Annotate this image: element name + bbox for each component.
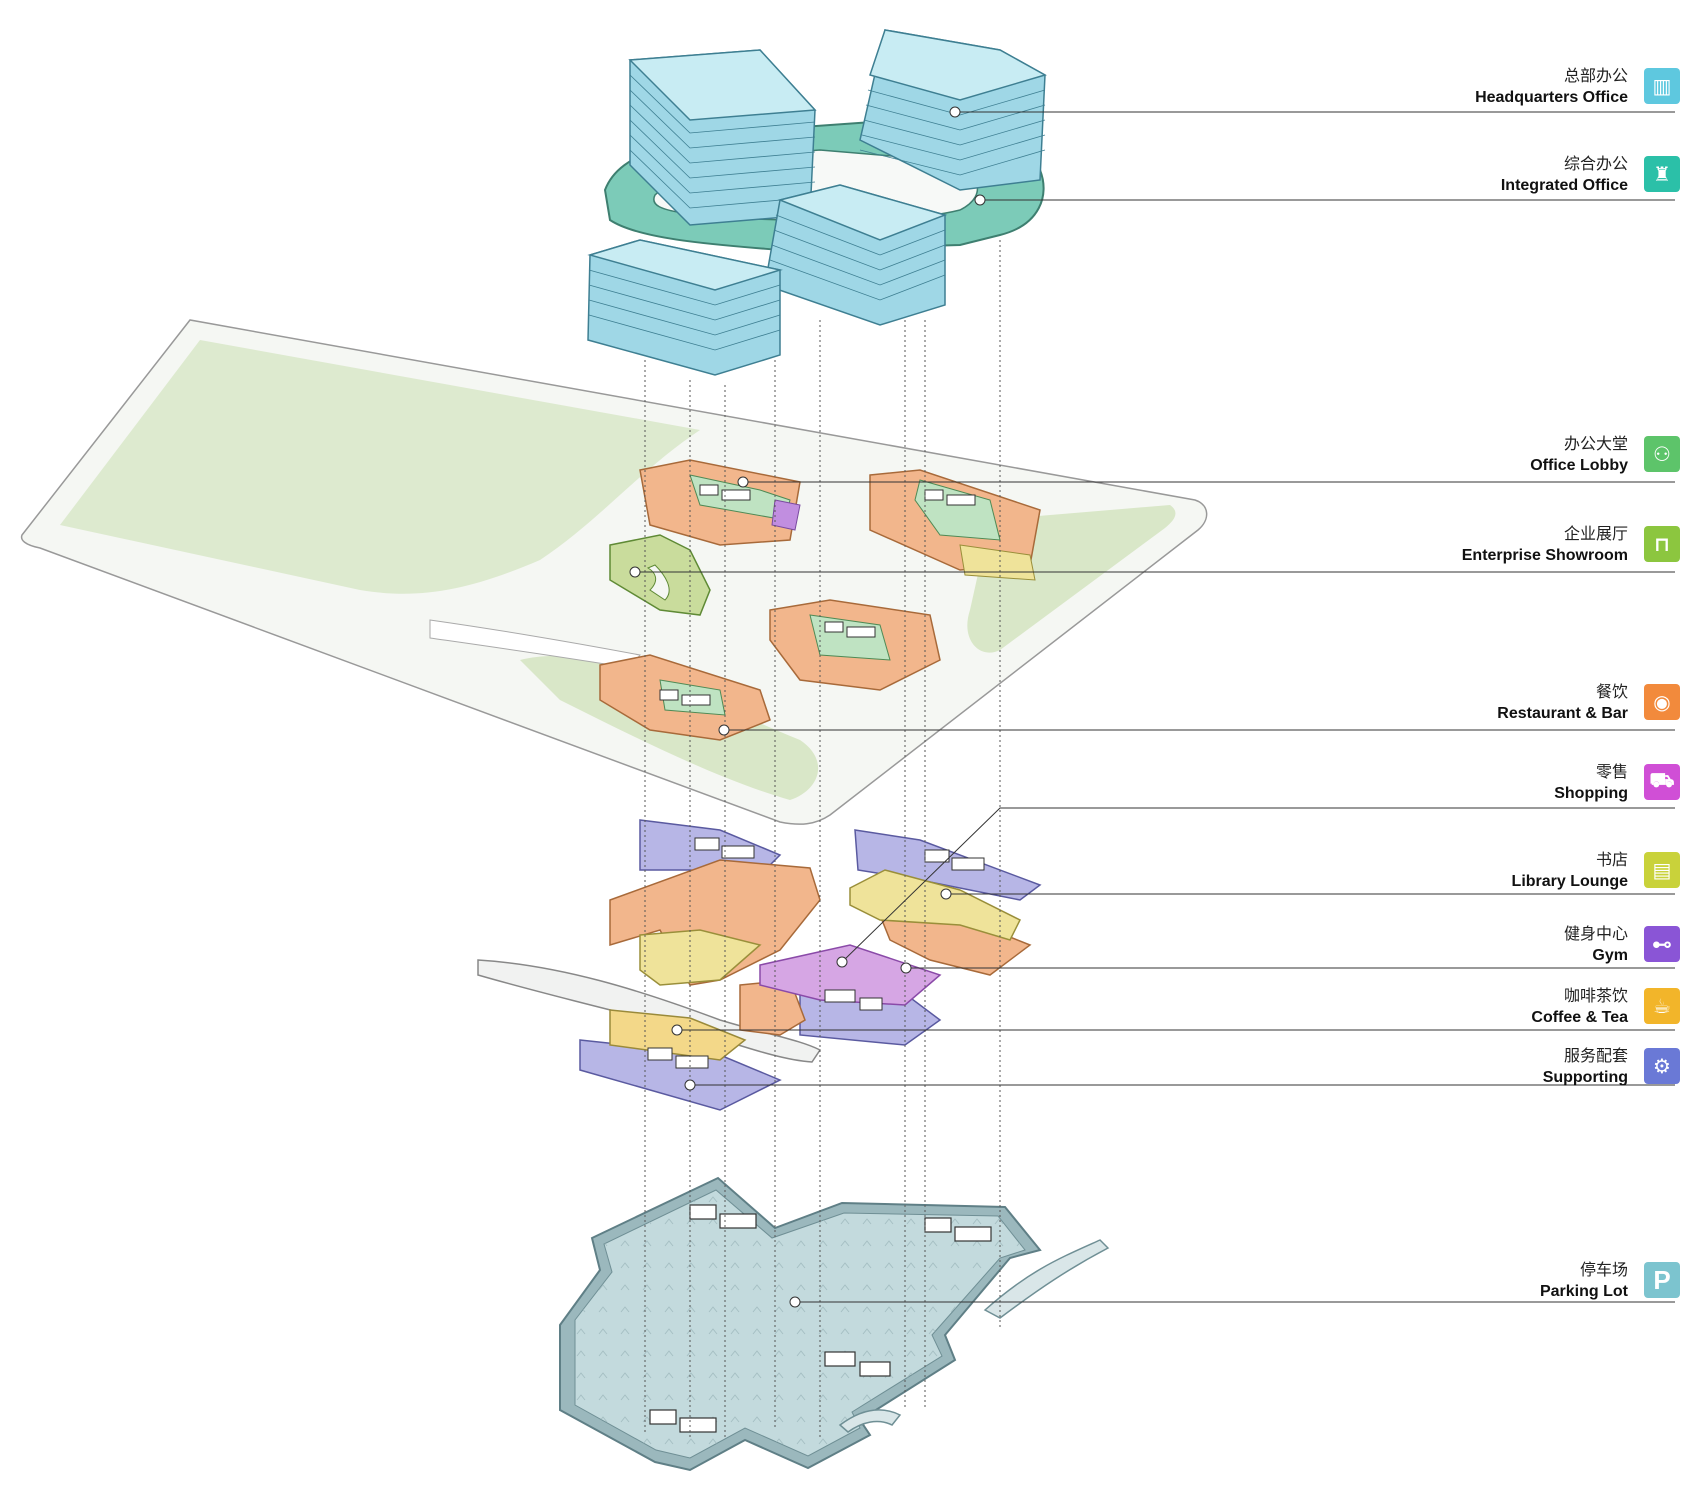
building-icon: ▥ xyxy=(1644,68,1680,104)
parking-ramp xyxy=(983,1239,1110,1319)
library-block xyxy=(639,929,762,986)
supporting-block xyxy=(854,829,1042,901)
chair-icon: ♜ xyxy=(1644,156,1680,192)
legend-label-gym: 健身中心 Gym xyxy=(1563,926,1628,964)
tower-hq-1 xyxy=(628,49,817,226)
book-icon: ▤ xyxy=(1644,852,1680,888)
legend-label-coffee: 咖啡茶饮 Coffee & Tea xyxy=(1531,988,1628,1026)
legend-label-supporting: 服务配套 Supporting xyxy=(1542,1048,1628,1086)
dumbbell-icon: ⊷ xyxy=(1644,926,1680,962)
legend-label-parking: 停车场 Parking Lot xyxy=(1539,1262,1628,1300)
parking-level xyxy=(559,1176,1110,1472)
legend-label-lobby: 办公大堂 Office Lobby xyxy=(1530,436,1628,474)
legend-label-shopping: 零售 Shopping xyxy=(1554,764,1628,802)
tower-hq-3 xyxy=(764,184,948,326)
legend-label-library: 书店 Library Lounge xyxy=(1511,852,1628,890)
leader-lines xyxy=(629,106,1675,1308)
restaurant-block xyxy=(609,859,821,986)
ground-level xyxy=(20,319,1208,825)
library-block xyxy=(849,869,1022,941)
plate-icon: ◉ xyxy=(1644,684,1680,720)
parking-icon: P xyxy=(1644,1262,1680,1298)
retail-level xyxy=(477,819,1042,1111)
legend-label-integrated: 综合办公 Integrated Office xyxy=(1500,156,1628,194)
landscape-green xyxy=(60,340,700,594)
cup-icon: ☕ xyxy=(1644,988,1680,1024)
projection-lines xyxy=(644,240,1001,1440)
cart-icon: ⛟ xyxy=(1644,764,1680,800)
tower-hq-4 xyxy=(587,239,783,376)
people-icon: ⚇ xyxy=(1644,436,1680,472)
parking-ramp-2 xyxy=(838,1409,902,1433)
legend-label-restaurant: 餐饮 Restaurant & Bar xyxy=(1497,684,1628,722)
gear-icon: ⚙ xyxy=(1644,1048,1680,1084)
legend-label-showroom: 企业展厅 Enterprise Showroom xyxy=(1461,526,1628,564)
showroom-frame-icon: ⊓ xyxy=(1644,526,1680,562)
legend-label-hq: 总部办公 Headquarters Office xyxy=(1475,68,1628,106)
